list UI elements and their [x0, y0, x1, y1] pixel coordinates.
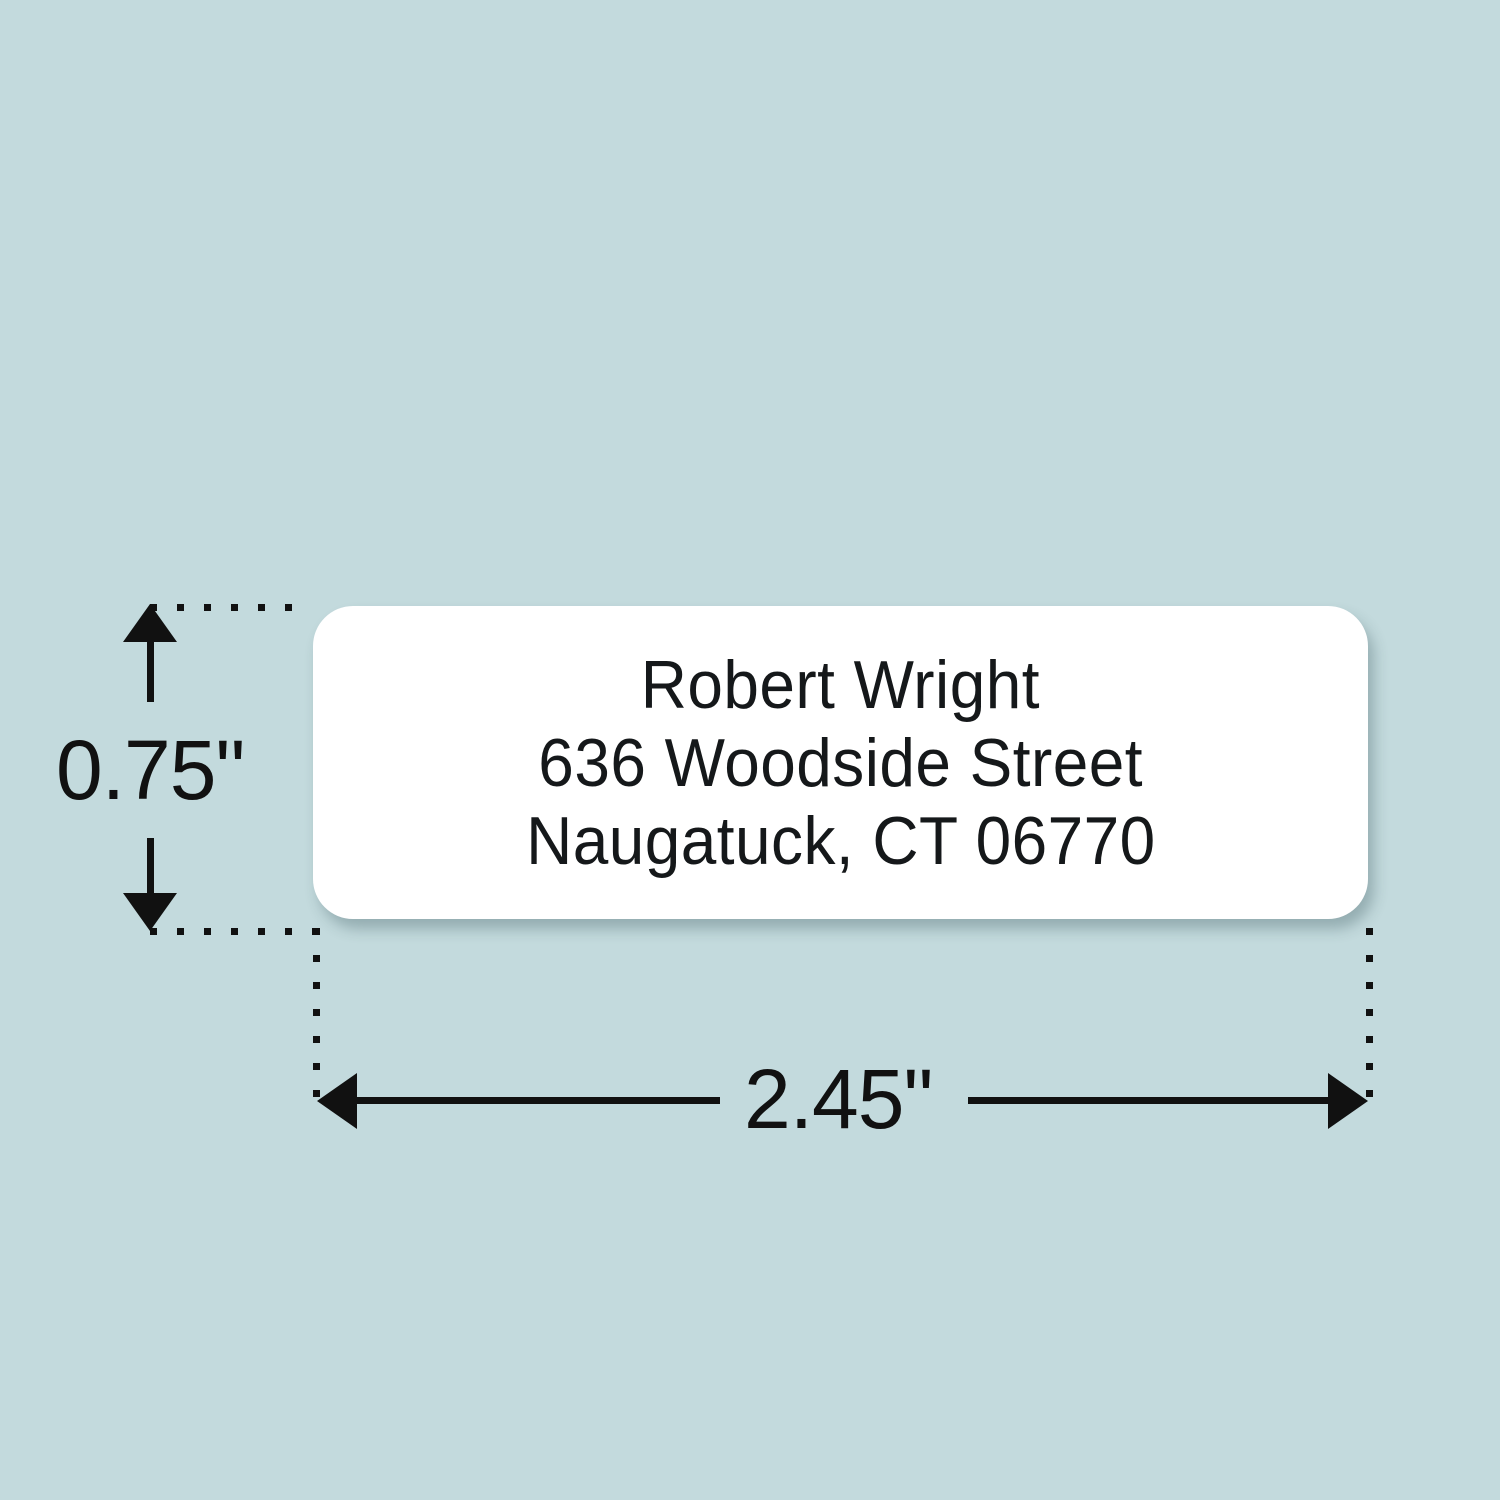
address-label-card: Robert Wright 636 Woodside Street Naugat… — [313, 606, 1368, 919]
arrow-down-icon — [123, 893, 177, 931]
height-dimension-label: 0.75" — [56, 723, 245, 817]
height-dimension-line-lower — [147, 838, 154, 908]
guide-line-left-dotted — [313, 928, 320, 1100]
address-line-street: 636 Woodside Street — [538, 724, 1143, 801]
width-dimension-label: 2.45" — [744, 1052, 933, 1146]
guide-line-top-dotted — [150, 604, 310, 611]
address-line-city-state-zip: Naugatuck, CT 06770 — [525, 802, 1156, 879]
height-dimension-line-upper — [147, 630, 154, 702]
guide-line-right-dotted — [1366, 928, 1373, 1100]
width-dimension-line-left — [355, 1097, 720, 1104]
arrow-left-icon — [317, 1073, 357, 1129]
guide-line-bottom-dotted — [150, 928, 320, 935]
arrow-right-icon — [1328, 1073, 1368, 1129]
address-line-name: Robert Wright — [640, 646, 1041, 723]
width-dimension-line-right — [968, 1097, 1328, 1104]
